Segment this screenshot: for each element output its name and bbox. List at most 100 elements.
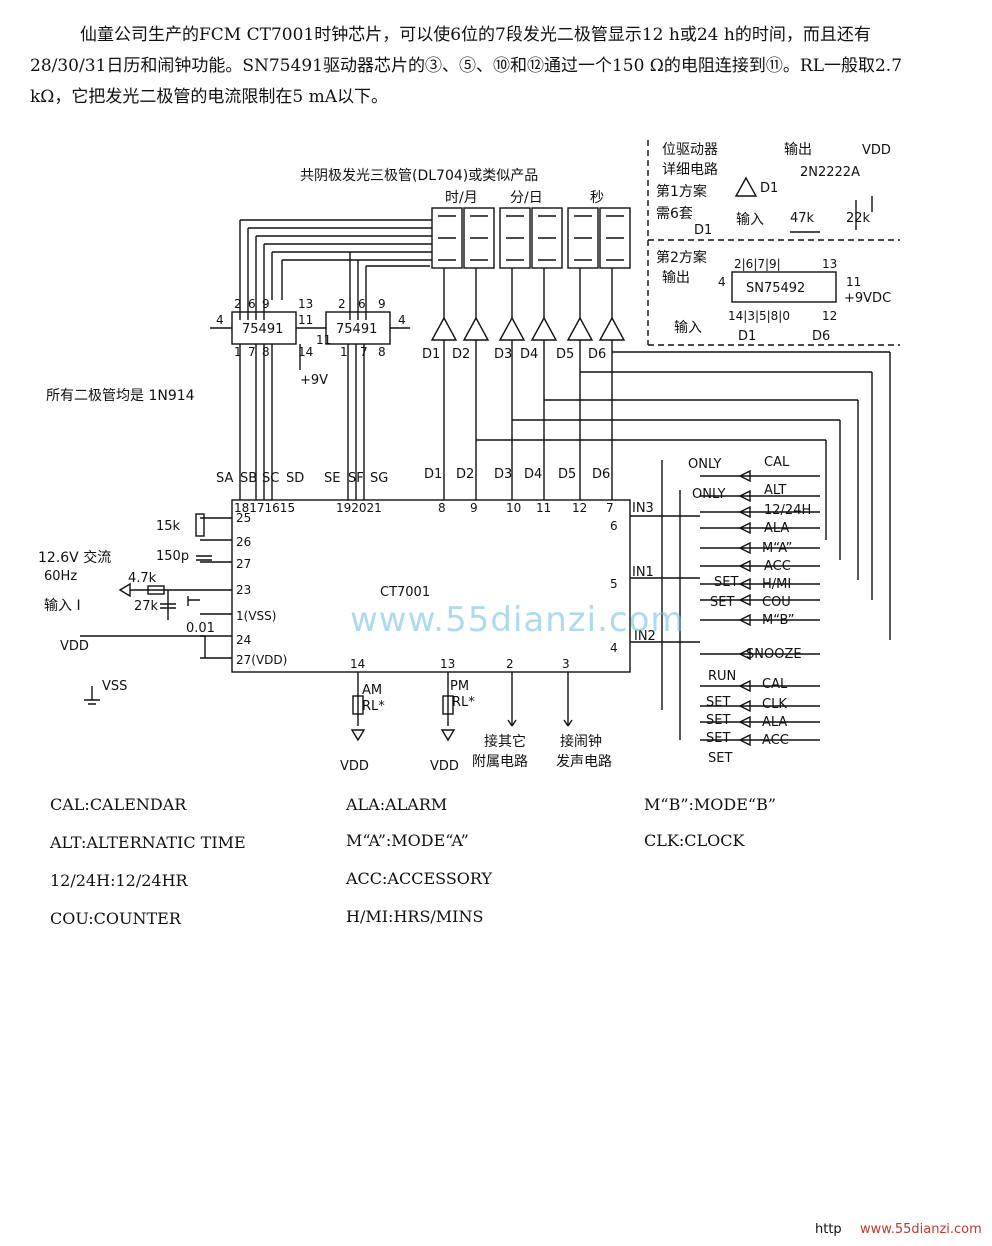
ct7001-pin1: 1(VSS): [236, 609, 276, 623]
func-cal: CAL: [764, 455, 790, 470]
diode-d2-bottom: D2: [456, 467, 474, 482]
switch-set5: SET: [706, 731, 730, 746]
freq-label: 60Hz: [44, 569, 77, 584]
func-mode-a: M“A”: [762, 541, 792, 556]
func-mode-b: M“B”: [762, 613, 795, 628]
ct7001-label: CT7001: [380, 585, 430, 600]
ct7001-pin6: 6: [610, 519, 618, 533]
detail-input1: 输入: [736, 212, 764, 228]
ct7001-pin2: 2: [506, 657, 514, 671]
driver-mid-pin13: 13: [298, 297, 313, 311]
vss-left-label: VSS: [102, 679, 127, 694]
legend-ala: ALA:ALARM: [346, 795, 448, 814]
ct7001-pin14: 14: [350, 657, 365, 671]
diode-note: 所有二极管均是 1N914: [46, 388, 195, 404]
watermark: www.55dianzi.com: [350, 600, 685, 640]
r27k-label: 27k: [134, 599, 159, 614]
sn75492-pin13: 13: [822, 257, 837, 271]
driver-right-pin7: 7: [360, 345, 368, 359]
sn75492-pin4: 4: [718, 275, 726, 289]
detail-output1: 输出: [784, 142, 812, 158]
sn75492-pin12: 12: [822, 309, 837, 323]
r22k-label: 22k: [846, 211, 871, 226]
diode-d2: D2: [452, 347, 470, 362]
ct7001-top-pins-a: 18171615: [234, 501, 295, 515]
ct7001-pin11: 11: [536, 501, 551, 515]
legend-mode-a: M“A”:MODE“A”: [346, 831, 469, 850]
func-ala: ALA: [764, 521, 789, 536]
driver-detail-title2: 详细电路: [662, 162, 718, 178]
ct7001-pin7: 7: [606, 501, 614, 515]
switch-only1: ONLY: [688, 457, 721, 472]
driver-right-pin8: 8: [378, 345, 386, 359]
alarm-circuit-label2: 发声电路: [556, 754, 612, 770]
driver-right-pin4: 4: [398, 313, 406, 327]
r47k-left-label: 4.7k: [128, 571, 157, 586]
ct7001-pin27: 27: [236, 557, 251, 571]
ct7001-pin25: 25: [236, 511, 251, 525]
sn75492-label: SN75492: [746, 281, 805, 296]
ct7001-pin13: 13: [440, 657, 455, 671]
diode-d5-bottom: D5: [558, 467, 576, 482]
in1-label: IN1: [632, 565, 654, 580]
driver-mid-pin11: 11: [298, 313, 313, 327]
switch-set6: SET: [708, 751, 732, 766]
detail-input2: 输入: [674, 320, 702, 336]
driver-right-pin1: 1: [340, 345, 348, 359]
driver-right-mid11: 11: [316, 333, 331, 347]
rl-am-label: RL*: [362, 699, 385, 714]
detail-output2: 输出: [662, 270, 690, 286]
driver-chip-right: 75491: [336, 322, 377, 337]
ct7001-chip: [231, 499, 631, 673]
diode-d3-bottom: D3: [494, 467, 512, 482]
ct7001-pin26: 26: [236, 535, 251, 549]
driver-left-pin6: 6: [248, 297, 256, 311]
other-circuit-label: 接其它: [484, 733, 526, 750]
func-1224h: 12/24H: [764, 503, 811, 518]
legend-acc: ACC:ACCESSORY: [346, 869, 493, 888]
legend-cou: COU:COUNTER: [50, 909, 181, 928]
detail-d1c: D1: [738, 329, 756, 344]
driver-right-pin6: 6: [358, 297, 366, 311]
func-cou: COU: [762, 595, 791, 610]
legend-1224: 12/24H:12/24HR: [50, 871, 188, 890]
footer-http: http: [815, 1222, 842, 1237]
ct7001-pin10: 10: [506, 501, 521, 515]
in2-label: IN2: [634, 629, 656, 644]
switch-set4: SET: [706, 713, 730, 728]
diode-d1-bottom: D1: [424, 467, 442, 482]
ct7001-pin12: 12: [572, 501, 587, 515]
func-ala2: ALA: [762, 715, 787, 730]
driver-chip-left: 75491: [242, 322, 283, 337]
ct7001-pin23: 23: [236, 583, 251, 597]
seg-se: SE: [324, 471, 340, 486]
func-acc2: ACC: [762, 733, 789, 748]
diode-d4-bottom: D4: [524, 467, 542, 482]
switch-set1: SET: [714, 575, 738, 590]
display-group-hours: 时/月: [445, 190, 478, 206]
switch-run: RUN: [708, 669, 736, 684]
driver-supply: +9V: [300, 373, 328, 388]
ct7001-pin27-vdd: 27(VDD): [236, 653, 287, 667]
ct7001-pin9: 9: [470, 501, 478, 515]
switch-set3: SET: [706, 695, 730, 710]
diode-d6: D6: [588, 347, 606, 362]
func-acc: ACC: [764, 559, 791, 574]
ct7001-pin4: 4: [610, 641, 618, 655]
switch-only2: ONLY: [692, 487, 725, 502]
detail-d1b: D1: [694, 223, 712, 238]
driver-mid-pin14: 14: [298, 345, 313, 359]
rl-pm-label: RL*: [452, 695, 475, 710]
func-clk: CLK: [762, 697, 787, 712]
diode-d6-bottom: D6: [592, 467, 610, 482]
legend-clk: CLK:CLOCK: [644, 831, 745, 850]
seg-sd: SD: [286, 471, 304, 486]
driver-detail-title1: 位驱动器: [662, 142, 718, 158]
seg-sc: SC: [262, 471, 279, 486]
plan2-label: 第2方案: [656, 249, 707, 266]
alarm-circuit-label: 接闹钟: [560, 733, 602, 750]
ct7001-pin3: 3: [562, 657, 570, 671]
need6-label: 需6套: [656, 206, 693, 222]
footer-url: www.55dianzi.com: [860, 1222, 982, 1237]
